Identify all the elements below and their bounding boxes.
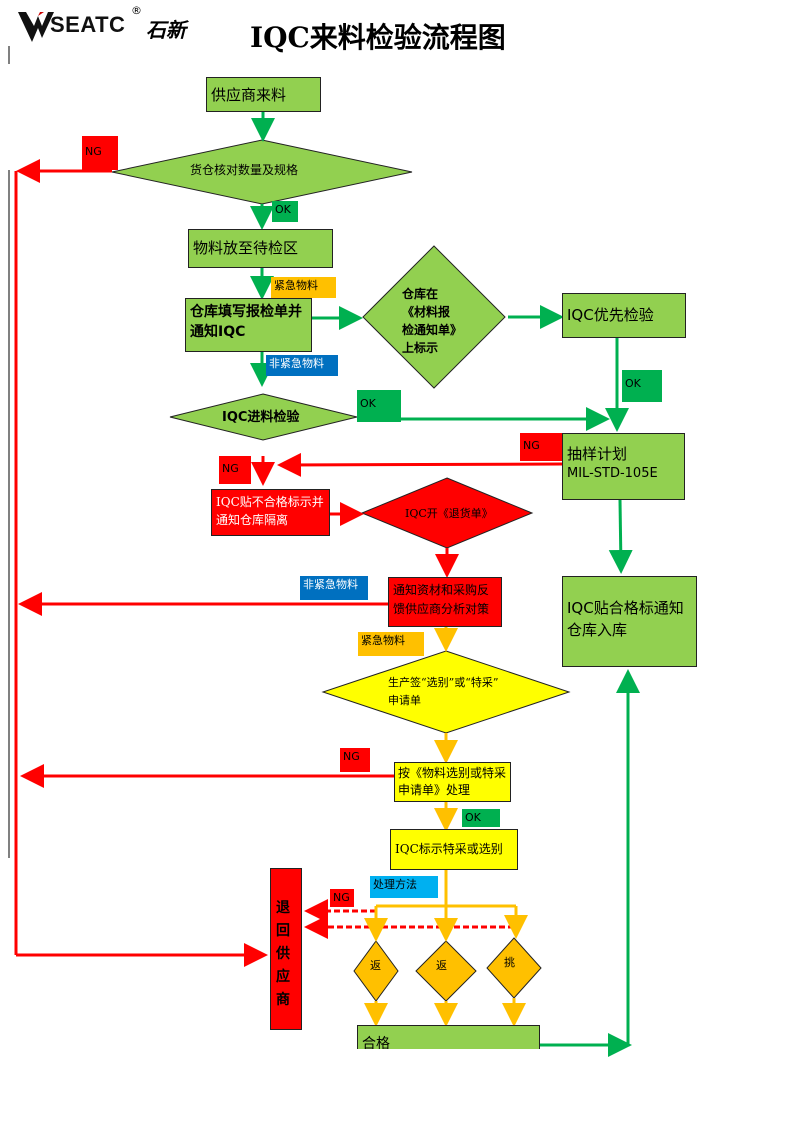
node-qualified-label: 合格: [362, 1036, 390, 1049]
production-sign-line-2: 申请单: [388, 694, 421, 707]
tag-urgent-2: 紧急物料: [358, 632, 424, 656]
node-put-to-pending: 物料放至待检区: [188, 229, 333, 268]
node-handle-by-form-label: 按《物料选别或特采申请单》处理: [398, 766, 507, 797]
logo-icon: [18, 12, 54, 42]
node-put-to-pending-label: 物料放至待检区: [193, 239, 299, 257]
node-iqc-reject-label-text: IQC贴不合格标示并通知仓库隔离: [216, 495, 324, 527]
tag-ok-2: OK: [622, 370, 662, 402]
node-iqc-priority-label: IQC优先检验: [567, 306, 654, 324]
iqc-incoming-diamond: [169, 393, 358, 441]
node-iqc-pass-label: IQC贴合格标通知仓库入库: [562, 576, 697, 667]
small-diamond-1-label: 返: [370, 959, 381, 972]
warehouse-mark-line-3: 检通知单》: [402, 323, 463, 337]
production-sign-line-1: 生产签“选别”或“特采”: [388, 676, 499, 689]
tag-ng-5: NG: [330, 889, 354, 907]
warehouse-mark-line-1: 仓库在: [402, 287, 439, 301]
node-warehouse-mark-label: 仓库在 《材料报 检通知单》 上标示: [402, 285, 462, 357]
node-sampling-plan: 抽样计划 MIL-STD-105E: [562, 433, 685, 500]
tag-urgent-1: 紧急物料: [271, 277, 336, 298]
node-production-sign-label: 生产签“选别”或“特采” 申请单: [388, 674, 499, 710]
node-notify-purchase: 通知资材和采购反馈供应商分析对策: [388, 577, 502, 627]
sampling-plan-line-2: MIL-STD-105E: [567, 466, 658, 481]
node-supplier-material: 供应商来料: [206, 77, 321, 112]
logo-chinese-text: 石新: [146, 18, 186, 42]
node-supplier-material-label: 供应商来料: [211, 86, 287, 104]
node-iqc-reject-label: IQC贴不合格标示并通知仓库隔离: [211, 489, 330, 536]
tag-ng-1: NG: [82, 136, 118, 170]
tag-ng-2: NG: [520, 433, 562, 461]
tag-ng-4: NG: [340, 748, 370, 772]
tag-ok-1: OK: [272, 201, 298, 222]
small-diamond-2-label: 返: [436, 959, 447, 972]
node-fill-form-label: 仓库填写报检单并通知IQC: [190, 304, 302, 340]
node-iqc-pass-label-text: IQC贴合格标通知仓库入库: [567, 599, 684, 639]
tag-ng-3: NG: [219, 456, 251, 484]
node-qualified: 合格: [357, 1025, 540, 1049]
logo-text: SEATC: [50, 12, 126, 37]
node-return-supplier: 退回供应商: [270, 868, 302, 1030]
node-iqc-priority: IQC优先检验: [562, 293, 686, 338]
page-title: IQC来料检验流程图: [250, 21, 506, 54]
node-iqc-return-form-label: IQC开《退货单》: [405, 507, 493, 520]
tag-non-urgent-1: 非紧急物料: [266, 355, 338, 376]
node-iqc-incoming-label: IQC进料检验: [222, 410, 300, 425]
warehouse-mark-line-4: 上标示: [402, 341, 439, 355]
tag-ok-4: OK: [462, 809, 500, 827]
node-fill-form: 仓库填写报检单并通知IQC: [185, 298, 312, 352]
warehouse-mark-diamond: [362, 245, 506, 389]
node-return-supplier-label: 退回供应商: [276, 900, 290, 1008]
tag-non-urgent-2: 非紧急物料: [300, 576, 368, 600]
tag-process-method: 处理方法: [370, 876, 438, 898]
sampling-plan-line-1: 抽样计划: [567, 445, 628, 463]
logo-registered-mark: ®: [131, 4, 142, 17]
node-handle-by-form: 按《物料选别或特采申请单》处理: [394, 762, 511, 802]
warehouse-mark-line-2: 《材料报: [402, 305, 451, 319]
small-diamond-3-label: 挑: [504, 956, 515, 969]
node-iqc-mark-special: IQC标示特采或选别: [390, 829, 518, 870]
node-notify-purchase-label: 通知资材和采购反馈供应商分析对策: [393, 583, 490, 616]
node-warehouse-check-label: 货仓核对数量及规格: [190, 163, 299, 177]
tag-ok-3: OK: [357, 390, 401, 422]
node-iqc-mark-special-label: IQC标示特采或选别: [395, 842, 503, 856]
